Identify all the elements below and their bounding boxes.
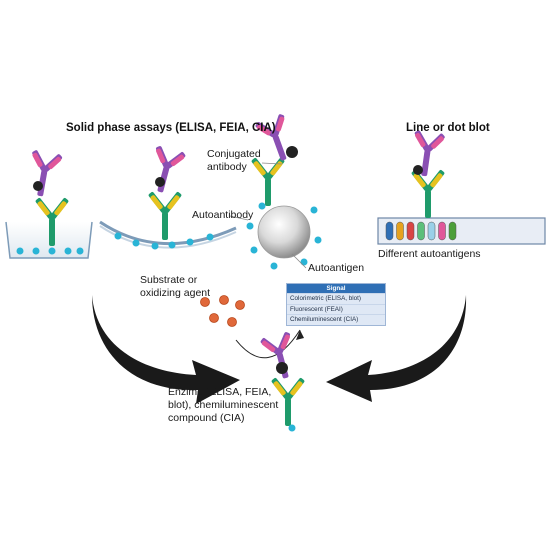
enzyme-dot — [155, 177, 165, 187]
signal-row-chemiluminescent: Chemiluminescent (CIA) — [287, 314, 385, 325]
surface-antibody-complex — [144, 144, 188, 240]
blot-antibody-complex — [408, 129, 447, 218]
blot-band — [406, 221, 415, 241]
well-antibody-complex — [24, 148, 70, 246]
blot-band — [448, 221, 457, 241]
conjugated-antibody-label: Conjugated antibody — [207, 148, 261, 173]
blot-band — [396, 221, 404, 241]
autoantibody-label: Autoantibody — [192, 209, 254, 221]
signal-row-fluorescent: Fluorescent (FEAI) — [287, 303, 385, 315]
surface-antigen-dots — [114, 232, 214, 250]
blot-band — [385, 221, 394, 241]
enzyme-dot — [413, 165, 423, 175]
autoantigen-label: Autoantigen — [308, 262, 365, 274]
signal-row-colorimetric: Colorimetric (ELISA, blot) — [287, 293, 385, 304]
blot-strip — [377, 217, 546, 245]
blot-bands — [385, 221, 457, 241]
bead-antigen-dots — [246, 202, 322, 270]
reaction-arrow — [235, 329, 304, 359]
signal-table: Signal Colorimetric (ELISA, blot) Fluore… — [286, 283, 386, 326]
enzyme-label: Enzime (ELISA, FEIA, blot), chemilumines… — [168, 386, 279, 424]
left-curved-arrow — [92, 295, 240, 404]
bead — [257, 205, 311, 259]
substrate-label: Substrate or oxidizing agent — [140, 274, 211, 299]
enzyme-dot — [33, 181, 43, 191]
blot-band — [438, 221, 446, 241]
curved-solid-surface — [99, 220, 237, 249]
bottom-antibody-complex — [258, 330, 306, 432]
blot-title: Line or dot blot — [406, 122, 490, 134]
right-curved-arrow — [326, 295, 467, 402]
well-antigen-dots — [16, 247, 84, 255]
enzyme-dot — [276, 362, 288, 374]
substrate-dots — [200, 295, 245, 327]
blot-band — [417, 221, 425, 241]
enzyme-dot — [286, 146, 298, 158]
leader-lines — [229, 162, 307, 269]
solid-phase-title: Solid phase assays (ELISA, FEIA, CIA) — [66, 122, 276, 134]
bead-antibody-complex — [250, 112, 299, 206]
blot-band — [427, 221, 436, 241]
signal-table-header: Signal — [287, 284, 385, 293]
different-autoantigens-label: Different autoantigens — [378, 248, 481, 260]
